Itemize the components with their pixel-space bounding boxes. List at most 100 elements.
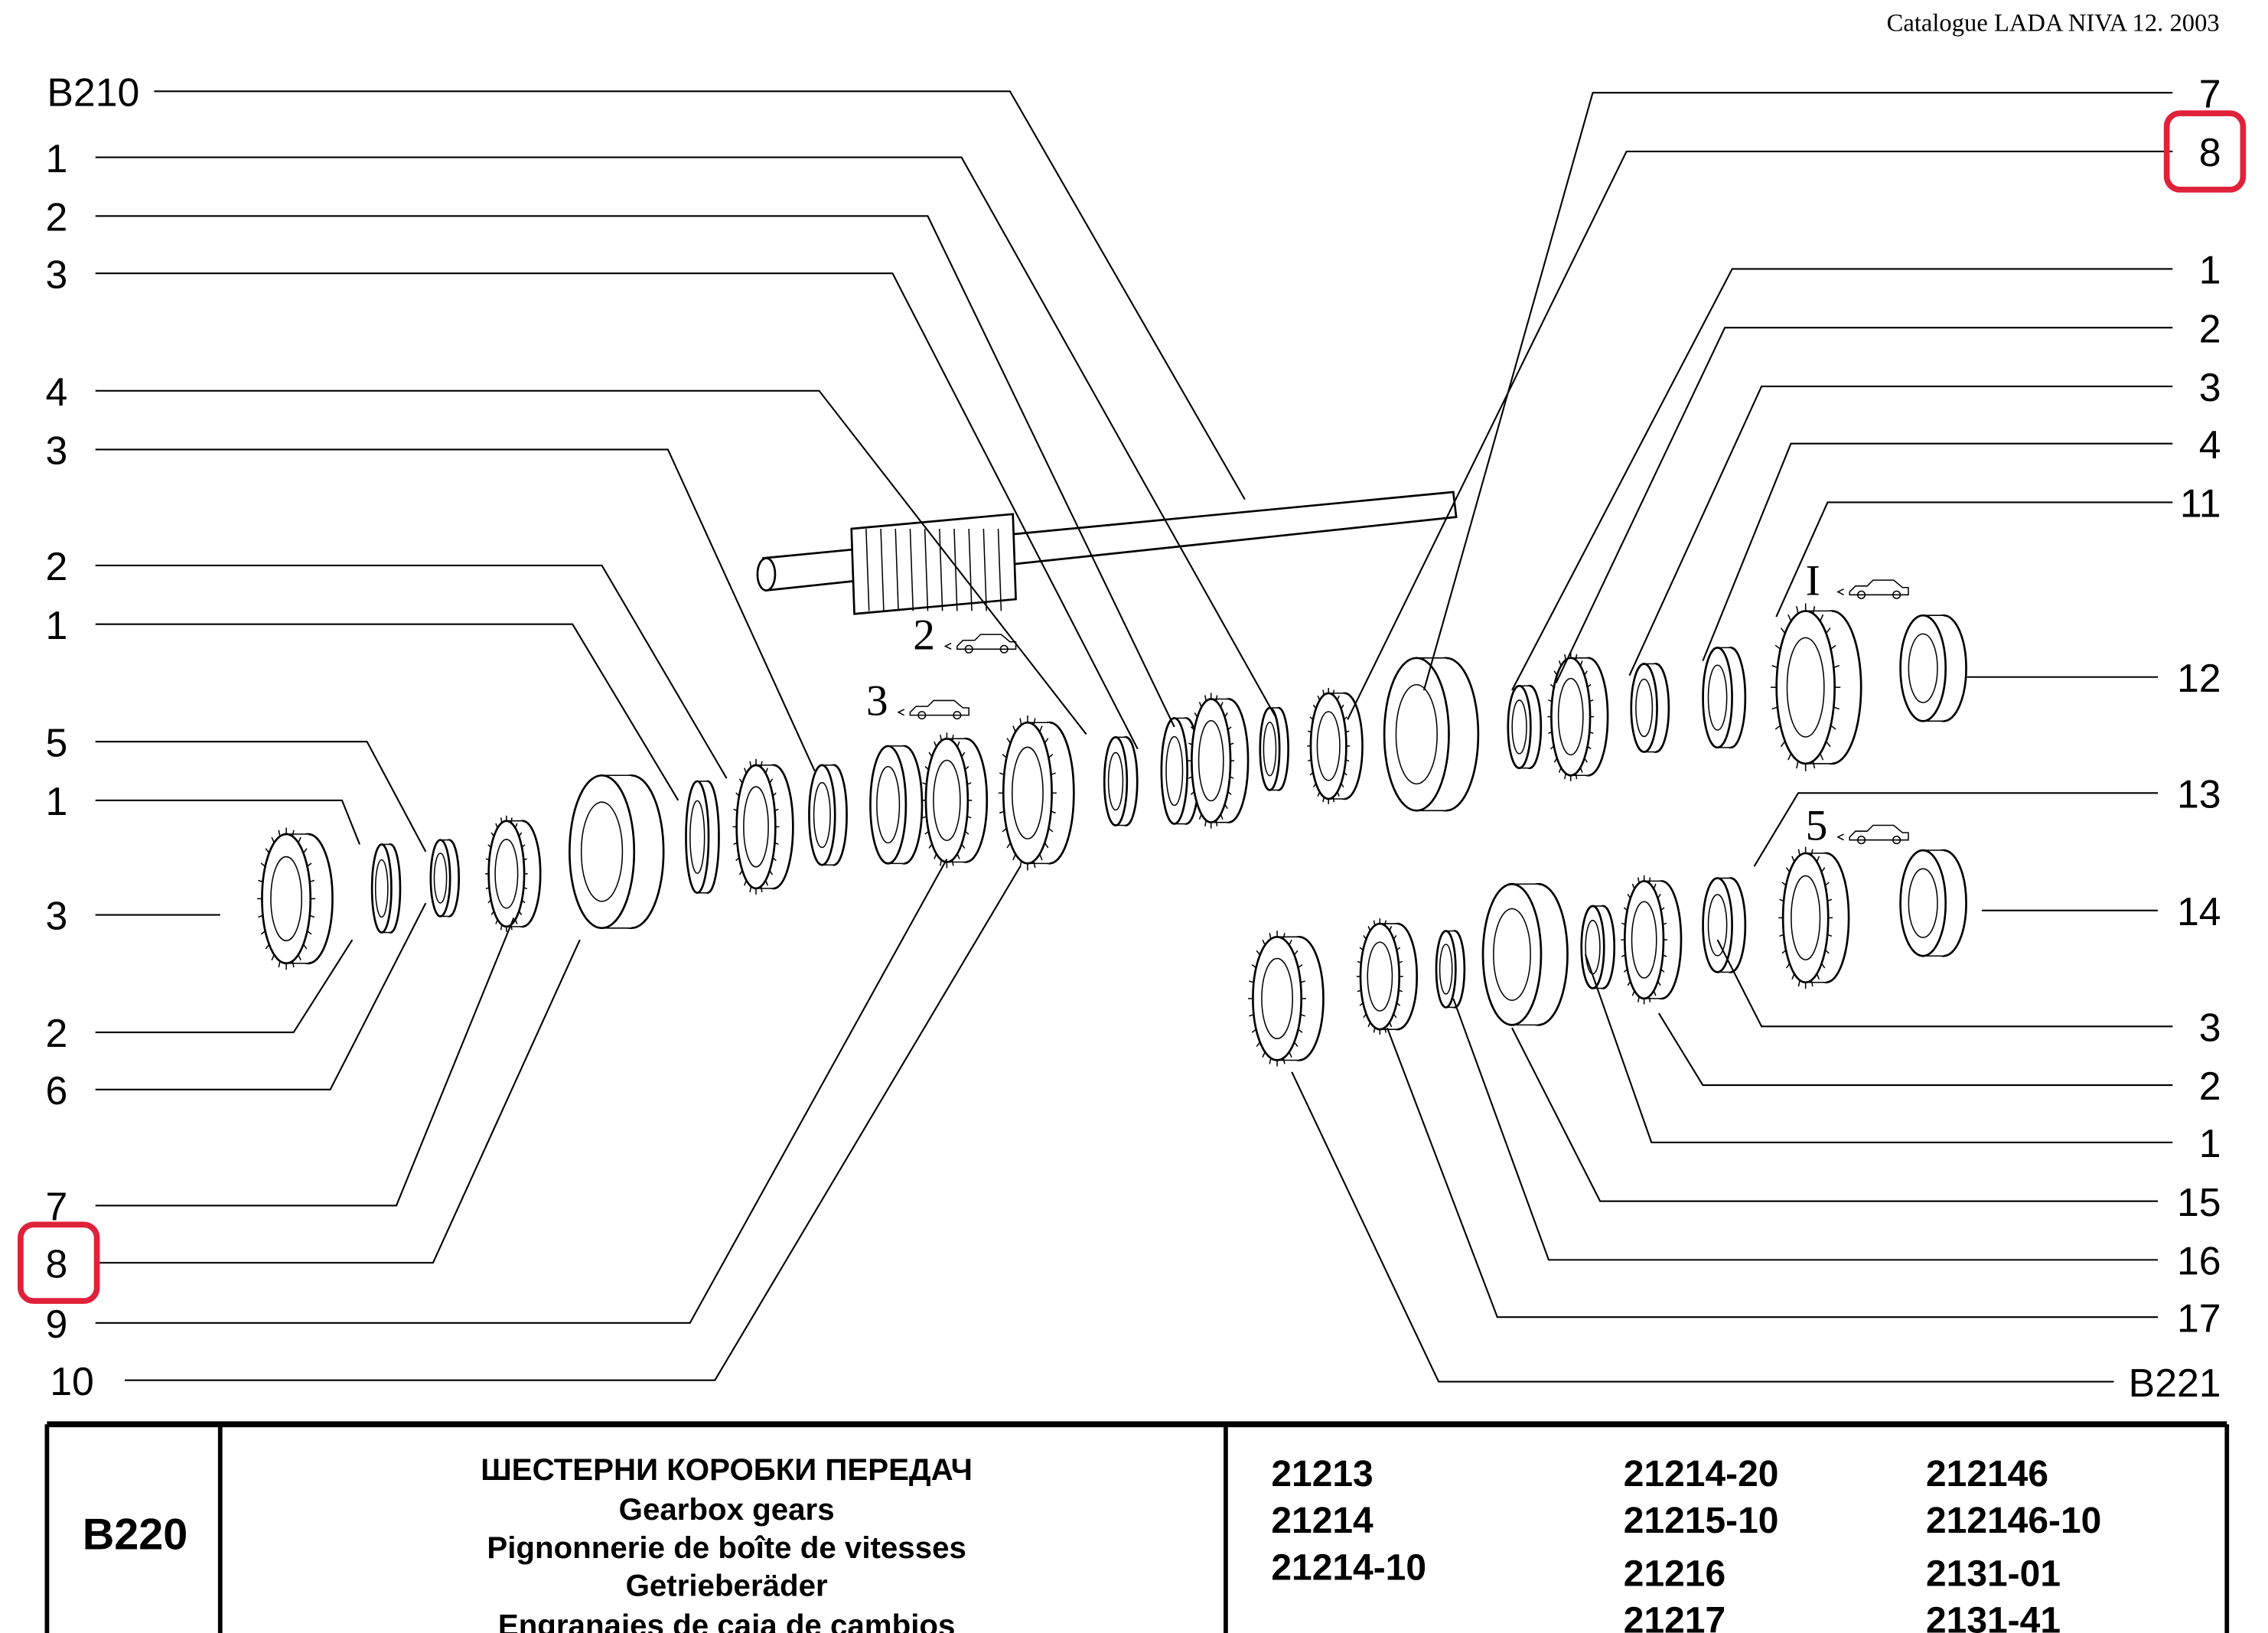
callout-left-10: 10 bbox=[50, 1359, 94, 1403]
callout-left-1: 1 bbox=[45, 136, 67, 181]
callout-left-1: 1 bbox=[45, 779, 67, 823]
leader-line bbox=[95, 156, 1278, 720]
leader-line bbox=[95, 939, 354, 1034]
callout-left-8: 8 bbox=[45, 1241, 67, 1286]
gear-part bbox=[1778, 846, 1850, 989]
callout-left-4: 4 bbox=[45, 370, 67, 414]
leader-line bbox=[1775, 501, 2173, 618]
section-code: B220 bbox=[83, 1510, 188, 1559]
callout-labels: B210123432151326789107812341112131432115… bbox=[18, 70, 2247, 1405]
gear-part bbox=[1621, 875, 1683, 1005]
leader-line bbox=[1347, 150, 2173, 720]
gear-part bbox=[1103, 736, 1139, 826]
leader-line bbox=[1753, 792, 2159, 867]
gear-part bbox=[569, 774, 665, 930]
leader-line bbox=[95, 564, 728, 779]
model: 212146 bbox=[1926, 1454, 2048, 1494]
leader-line bbox=[1716, 939, 2173, 1028]
gear-part bbox=[1383, 657, 1480, 812]
callout-right-1: 1 bbox=[2199, 1121, 2221, 1165]
leader-line bbox=[1386, 1027, 2159, 1318]
gear-part bbox=[370, 843, 402, 934]
leader-line bbox=[95, 939, 581, 1264]
callout-right-2: 2 bbox=[2199, 306, 2221, 350]
model: 21213 bbox=[1271, 1454, 1373, 1494]
leader-line bbox=[95, 799, 360, 845]
gear-part bbox=[1356, 918, 1419, 1035]
title-fr: Pignonnerie de boîte de vitesses bbox=[487, 1530, 966, 1565]
gear-part bbox=[1702, 647, 1747, 749]
callout-right-7: 7 bbox=[2199, 71, 2221, 116]
gear-part bbox=[1580, 905, 1616, 989]
gear-part bbox=[685, 780, 720, 895]
gear-part bbox=[869, 745, 924, 865]
leader-line bbox=[1422, 92, 2173, 691]
gear-part bbox=[1188, 693, 1250, 829]
callout-right-15: 15 bbox=[2177, 1180, 2221, 1224]
gear-parts bbox=[257, 491, 1967, 1067]
leader-line bbox=[1291, 1071, 2114, 1383]
leader-line bbox=[1511, 1027, 2159, 1202]
gear-number-I: I bbox=[1806, 556, 1820, 605]
callout-right-8: 8 bbox=[2199, 130, 2221, 174]
leader-line bbox=[1657, 1012, 2173, 1087]
model: 2131-41 bbox=[1926, 1601, 2061, 1633]
gear-part bbox=[1630, 663, 1670, 753]
leader-line bbox=[1555, 327, 2173, 683]
gear-number-2: 2 bbox=[913, 611, 935, 659]
gear-part bbox=[429, 839, 461, 918]
gear-part bbox=[1259, 706, 1289, 791]
callout-right-11: 11 bbox=[2180, 481, 2221, 526]
main-shaft bbox=[756, 491, 1458, 615]
model: 21217 bbox=[1624, 1601, 1725, 1633]
callout-left-3: 3 bbox=[45, 429, 67, 473]
callout-right-16: 16 bbox=[2177, 1239, 2221, 1283]
gear-part bbox=[257, 827, 334, 970]
leader-line bbox=[95, 917, 515, 1207]
callout-left-2: 2 bbox=[45, 195, 67, 240]
leader-line bbox=[154, 90, 1246, 500]
callout-right-1: 1 bbox=[2199, 248, 2221, 292]
leader-line bbox=[95, 448, 816, 771]
gear-part bbox=[1899, 614, 1967, 722]
gear-part bbox=[1435, 930, 1466, 1009]
gear-part bbox=[1307, 687, 1364, 804]
callout-highlight bbox=[2163, 110, 2247, 193]
gear-part bbox=[1248, 931, 1325, 1067]
title-es: Engranajes de caja de cambios bbox=[498, 1608, 956, 1633]
model: 21214-10 bbox=[1271, 1548, 1426, 1589]
callout-right-4: 4 bbox=[2199, 422, 2221, 467]
callout-left-2: 2 bbox=[45, 1011, 67, 1055]
model: 21215-10 bbox=[1624, 1501, 1779, 1541]
model: 21214-20 bbox=[1624, 1454, 1779, 1494]
callout-left-3: 3 bbox=[45, 252, 67, 296]
callout-left-9: 9 bbox=[45, 1302, 67, 1346]
gear-number-5: 5 bbox=[1806, 802, 1828, 850]
model: 21214 bbox=[1271, 1501, 1374, 1541]
leader-line bbox=[95, 215, 1175, 728]
catalogue-header: Catalogue LADA NIVA 12. 2003 bbox=[1887, 10, 2220, 37]
gear-part bbox=[485, 815, 542, 932]
callout-left-6: 6 bbox=[45, 1068, 67, 1113]
gear-part bbox=[1160, 717, 1201, 825]
title-de: Getrieberäder bbox=[626, 1569, 828, 1603]
callout-right-12: 12 bbox=[2177, 656, 2221, 700]
title-en: Gearbox gears bbox=[619, 1492, 835, 1527]
leader-line bbox=[95, 272, 1139, 750]
callout-left-5: 5 bbox=[45, 720, 67, 764]
gear-part bbox=[1481, 882, 1569, 1026]
model: 212146-10 bbox=[1926, 1501, 2101, 1541]
callout-right-3: 3 bbox=[2199, 1006, 2221, 1050]
title-block: B220 ШЕСТЕРНИ КОРОБКИ ПЕРЕДАЧ Gearbox ge… bbox=[44, 1421, 2230, 1633]
model: 2131-01 bbox=[1926, 1553, 2061, 1594]
gear-part bbox=[808, 764, 848, 866]
car-icon bbox=[897, 699, 969, 720]
callout-highlight bbox=[18, 1221, 100, 1304]
callout-right-13: 13 bbox=[2177, 771, 2221, 816]
leader-line bbox=[125, 865, 1022, 1381]
leader-line bbox=[95, 902, 427, 1090]
leader-lines bbox=[95, 90, 2173, 1383]
